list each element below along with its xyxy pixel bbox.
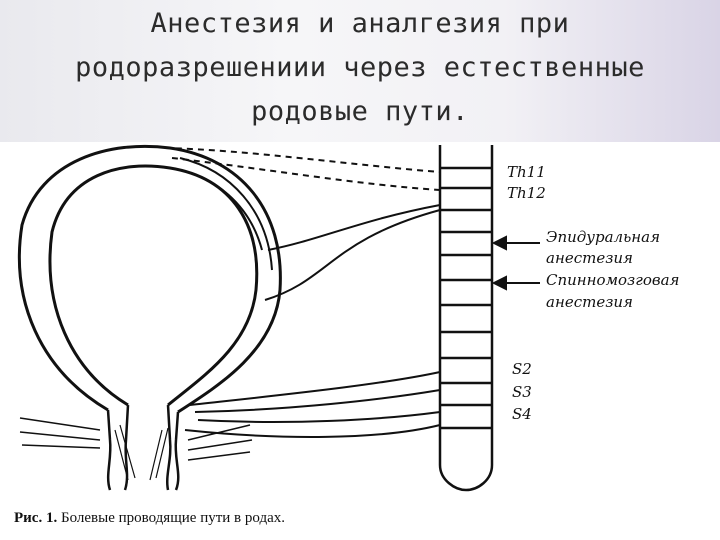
caption-text: Болевые проводящие пути в родах.: [61, 510, 285, 526]
label-s2: S2: [512, 360, 532, 378]
figure-caption: Рис. 1. Болевые проводящие пути в родах.: [14, 510, 285, 527]
pain-pathways-diagram: [0, 130, 720, 530]
title-line-3: родовые пути.: [0, 90, 720, 134]
cervix-drawing: [20, 405, 252, 490]
label-s3: S3: [512, 383, 532, 401]
slide-title: Анестезия и аналгезия при родоразрешении…: [0, 2, 720, 134]
caption-prefix: Рис. 1.: [14, 510, 57, 526]
label-epidural-2: анестезия: [546, 249, 633, 267]
title-line-2: родоразрешениии через естественные: [0, 46, 720, 90]
label-spinal-2: анестезия: [546, 293, 633, 311]
anesthesia-arrows: [494, 237, 540, 289]
label-spinal-1: Спинномозговая: [546, 271, 679, 289]
label-th12: Th12: [507, 184, 546, 202]
title-line-1: Анестезия и аналгезия при: [0, 2, 720, 46]
label-s4: S4: [512, 405, 532, 423]
label-th11: Th11: [507, 163, 546, 181]
uterus-drawing: [19, 146, 280, 412]
spinal-column: [440, 145, 492, 490]
label-epidural-1: Эпидуральная: [546, 228, 660, 246]
